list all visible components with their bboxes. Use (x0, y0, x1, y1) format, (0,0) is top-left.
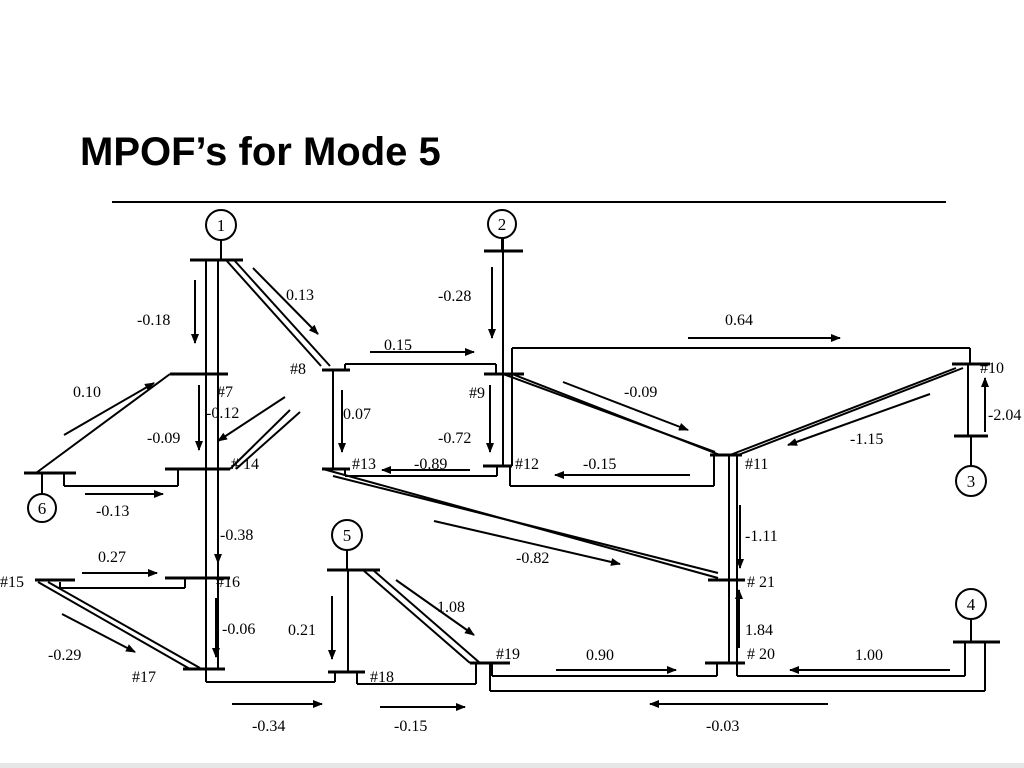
flow-label: -0.12 (206, 405, 239, 422)
flow-label: -0.38 (220, 527, 253, 544)
flow-label: -0.15 (583, 456, 616, 473)
bus-label-13: #13 (352, 456, 376, 473)
generator-6-label: 6 (38, 499, 47, 518)
generator-1: 1 (205, 209, 237, 260)
bus-label-19: #19 (496, 646, 520, 663)
flow-label: 0.90 (586, 647, 614, 664)
flow-label: -0.06 (222, 621, 255, 638)
flow-arrow (63, 382, 155, 436)
flow-labels: 0.13 -0.18 0.10 -0.12 -0.09 -0.13 -0.38 … (48, 287, 1021, 735)
flow-label: 0.07 (343, 406, 371, 423)
flow-label: 0.15 (384, 337, 412, 354)
slide-title: MPOF’s for Mode 5 (80, 130, 441, 174)
bus-label-10: #10 (980, 360, 1004, 377)
flow-label: 0.10 (73, 384, 101, 401)
flow-label: -0.34 (252, 718, 285, 735)
flow-label: -0.29 (48, 647, 81, 664)
bus-labels: #7 #8 #9 #10 #11 #12 #13 # 14 #15 #16 #1… (0, 360, 1004, 686)
flow-label: 0.64 (725, 312, 753, 329)
flow-label: -0.03 (706, 718, 739, 735)
generator-4: 4 (955, 588, 987, 642)
flow-arrow (433, 520, 621, 566)
flow-arrow (217, 396, 286, 442)
flow-label: -0.13 (96, 503, 129, 520)
bus-label-15: #15 (0, 574, 24, 591)
transmission-lines (35, 238, 986, 692)
footer-strip (0, 763, 1024, 768)
generator-5-label: 5 (343, 526, 352, 545)
bus-label-18: #18 (370, 669, 394, 686)
bus-label-21: # 21 (747, 574, 775, 591)
generator-2: 2 (487, 209, 517, 251)
flow-arrow (562, 381, 689, 431)
flow-arrow (787, 393, 931, 446)
flow-label: -0.09 (147, 430, 180, 447)
flow-label: 1.00 (855, 647, 883, 664)
generators: 1 2 3 4 5 6 (27, 209, 987, 642)
bus-label-14: # 14 (231, 456, 259, 473)
bus-label-7: #7 (217, 384, 233, 401)
title-underline (112, 201, 946, 203)
flow-label: 1.08 (437, 599, 465, 616)
generator-2-label: 2 (498, 215, 507, 234)
flow-label: -0.18 (137, 312, 170, 329)
flow-arrow (252, 267, 319, 335)
bus-label-17: #17 (132, 669, 156, 686)
flow-label: -0.89 (414, 456, 447, 473)
generator-6: 6 (27, 473, 57, 523)
flow-label: 1.84 (745, 622, 773, 639)
flow-arrow (61, 613, 136, 653)
bus-label-16: #16 (216, 574, 240, 591)
flow-label: 0.27 (98, 549, 126, 566)
flow-label: -0.82 (516, 550, 549, 567)
generator-4-label: 4 (967, 595, 976, 614)
flow-label: 0.13 (286, 287, 314, 304)
generator-1-label: 1 (217, 216, 226, 235)
flow-label: -0.09 (624, 384, 657, 401)
bus-label-8: #8 (290, 361, 306, 378)
flow-label: -2.04 (988, 407, 1021, 424)
bus-label-20: # 20 (747, 646, 775, 663)
generator-5: 5 (331, 519, 363, 570)
flow-label: -0.28 (438, 288, 471, 305)
bus-label-11: #11 (745, 456, 768, 473)
bus-label-12: #12 (515, 456, 539, 473)
bus-label-9: #9 (469, 385, 485, 402)
flow-label: -0.72 (438, 430, 471, 447)
flow-arrow (395, 579, 475, 636)
generator-3: 3 (955, 436, 987, 497)
flow-label: -1.15 (850, 431, 883, 448)
generator-3-label: 3 (967, 472, 976, 491)
flow-arrows (61, 267, 989, 711)
flow-label: -1.11 (745, 528, 778, 545)
flow-label: -0.15 (394, 718, 427, 735)
flow-label: 0.21 (288, 622, 316, 639)
